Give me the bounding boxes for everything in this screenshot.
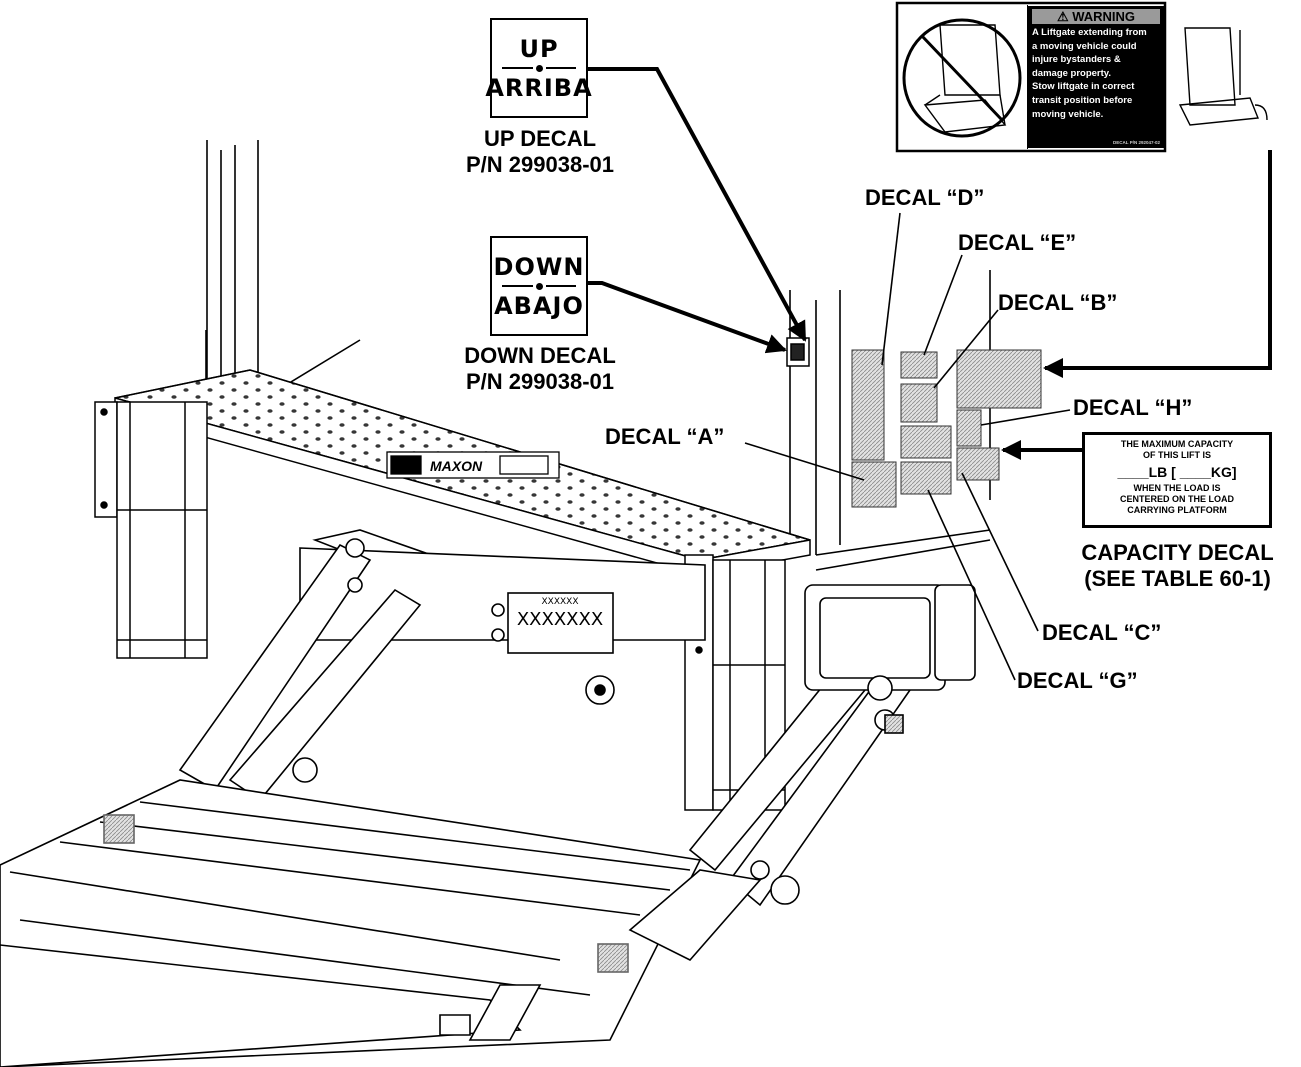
decal-c-label: DECAL “C” (1042, 620, 1162, 645)
up-decal-label: UP DECAL P/N 299038-01 (466, 126, 614, 177)
capacity-line-6: CARRYING PLATFORM (1127, 505, 1227, 515)
capacity-line-4: WHEN THE LOAD IS (1133, 483, 1221, 493)
leader-lines (588, 67, 1272, 681)
capacity-decal-label: CAPACITY DECAL (SEE TABLE 60-1) (1081, 540, 1274, 591)
up-sign-bottom: ARRIBA (485, 73, 593, 102)
nameplate-bar: MAXON (386, 451, 560, 479)
up-sign-separator (502, 64, 576, 72)
plate-top: XXXXXX (542, 597, 579, 607)
warning-header: ⚠ WARNING (1032, 9, 1160, 24)
capacity-line-5: CENTERED ON THE LOAD (1119, 494, 1234, 504)
capacity-line-3: ____LB [ ____KG] (1117, 464, 1237, 480)
warning-line-7: moving vehicle. (1032, 108, 1104, 120)
decal-d-label: DECAL “D” (865, 185, 985, 210)
down-sign-bottom: ABAJO (494, 291, 584, 320)
platform (0, 779, 762, 1067)
lift-mechanism: XXXXXXX XXXXXX (178, 529, 976, 907)
decal-b-label: DECAL “B” (998, 290, 1118, 315)
warning-line-6: transit position before (1032, 94, 1133, 106)
warning-line-3: injure bystanders & (1032, 54, 1121, 66)
down-decal-sign: DOWN ABAJO (490, 236, 588, 336)
down-sign-top: DOWN (493, 252, 585, 281)
capacity-line-1: THE MAXIMUM CAPACITY (1120, 439, 1234, 449)
left-column (94, 401, 208, 659)
down-decal-label: DOWN DECAL P/N 299038-01 (464, 343, 616, 394)
decal-a-label: DECAL “A” (605, 424, 725, 449)
warning-line-5: Stow liftgate in correct (1032, 81, 1135, 93)
decal-g-label: DECAL “G” (1017, 668, 1138, 693)
warning-line-4: damage property. (1032, 67, 1112, 79)
warning-decal-text-panel: ⚠ WARNING A Liftgate extending from a mo… (1028, 6, 1164, 148)
warning-line-1: A Liftgate extending from (1032, 27, 1147, 38)
down-sign-separator (502, 282, 576, 290)
up-decal-sign: UP ARRIBA (485, 18, 592, 118)
capacity-line-2: OF THIS LIFT IS (1143, 450, 1211, 460)
warning-part-number: DECAL P/N 292047-02 (1113, 140, 1160, 145)
decal-patches (851, 349, 1042, 508)
up-sign-top: UP (519, 34, 559, 63)
capacity-decal-sign: THE MAXIMUM CAPACITY OF THIS LIFT IS ___… (1082, 432, 1272, 528)
decal-h-label: DECAL “H” (1073, 395, 1193, 420)
decal-e-label: DECAL “E” (958, 230, 1077, 255)
warning-line-2: a moving vehicle could (1032, 40, 1137, 52)
plate-main: XXXXXXX (517, 609, 603, 630)
down-switch-housing (786, 337, 810, 367)
brand-text: MAXON (430, 458, 483, 474)
